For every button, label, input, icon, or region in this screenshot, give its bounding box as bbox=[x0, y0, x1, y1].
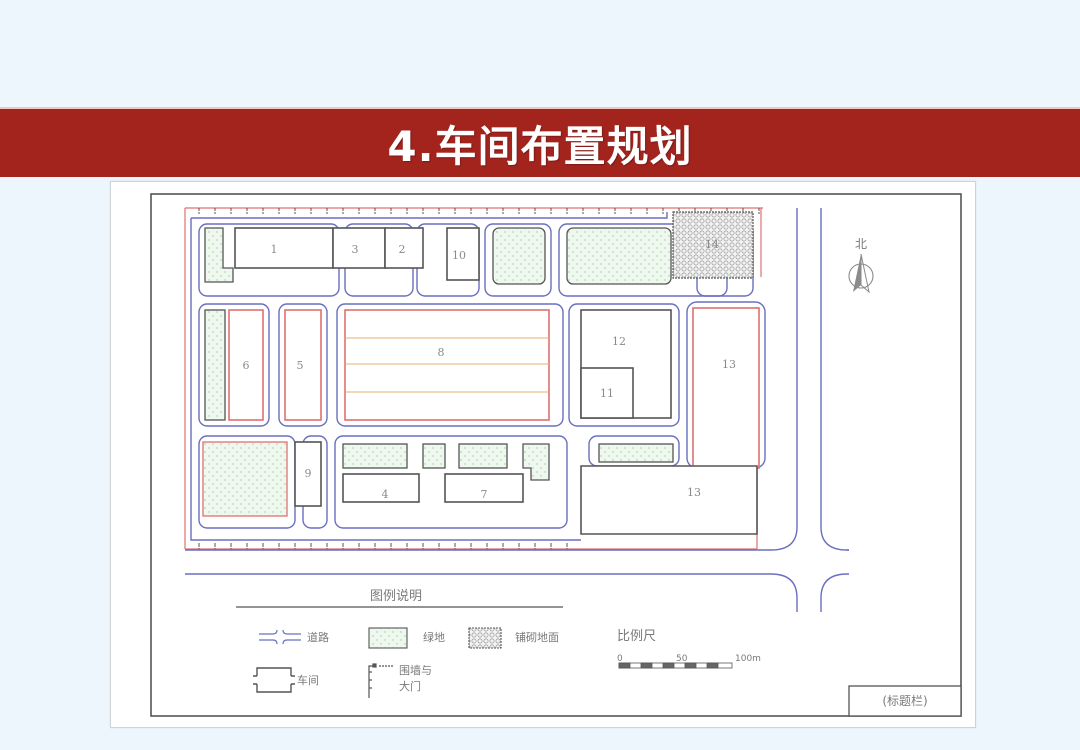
building-label-10: 10 bbox=[452, 249, 466, 262]
building-label-1: 1 bbox=[271, 243, 278, 256]
building-labels: 1 2 3 4 5 6 7 8 9 10 11 12 13 13 14 bbox=[243, 238, 737, 501]
drawing-frame bbox=[150, 193, 962, 717]
building-label-11: 11 bbox=[600, 387, 614, 400]
north-compass-icon: 北 bbox=[848, 237, 874, 294]
paved-legend-icon bbox=[468, 627, 502, 649]
building-label-8: 8 bbox=[438, 346, 445, 359]
building-label-6: 6 bbox=[243, 359, 250, 372]
building-label-13-south: 13 bbox=[687, 486, 701, 499]
layout-drawing-sheet: 1 2 3 4 5 6 7 8 9 10 11 12 13 13 14 北 图例… bbox=[110, 181, 976, 728]
title-block-label: (标题栏) bbox=[882, 693, 927, 708]
building-label-2: 2 bbox=[399, 243, 406, 256]
road-legend-icon bbox=[259, 629, 301, 645]
wall-gate-legend-icon bbox=[368, 663, 393, 698]
building-label-5: 5 bbox=[297, 359, 304, 372]
building-label-14: 14 bbox=[705, 238, 719, 251]
legend-wall-label-line2: 大门 bbox=[399, 679, 421, 693]
legend-wall-label-line1: 围墙与 bbox=[399, 663, 432, 677]
legend-road-label: 道路 bbox=[307, 630, 329, 644]
building-label-13-north: 13 bbox=[722, 358, 736, 371]
legend-green-label: 绿地 bbox=[423, 630, 445, 644]
legend-paved-label: 铺砌地面 bbox=[515, 631, 559, 644]
paved-area-14 bbox=[672, 211, 754, 279]
scale-tick-100m: 100m bbox=[735, 654, 761, 664]
green-areas bbox=[202, 227, 674, 517]
building-label-12: 12 bbox=[612, 335, 626, 348]
production-lines bbox=[345, 337, 549, 393]
workshops bbox=[228, 227, 760, 535]
legend-workshop-label: 车间 bbox=[297, 673, 319, 687]
scale-bar bbox=[618, 662, 733, 669]
building-label-4: 4 bbox=[382, 488, 389, 501]
title-block: (标题栏) bbox=[848, 685, 962, 717]
scale-title: 比例尺 bbox=[617, 629, 656, 644]
scale-tick-50: 50 bbox=[676, 654, 688, 664]
slide-title: 4.车间布置规划 bbox=[387, 121, 693, 171]
slide-title-bar: 4.车间布置规划 bbox=[0, 107, 1080, 177]
legend: 图例说明 道路 绿地 铺砌地面 车间 bbox=[236, 589, 761, 698]
workshop-legend-icon bbox=[253, 667, 295, 693]
building-label-3: 3 bbox=[352, 243, 359, 256]
legend-title: 图例说明 bbox=[370, 589, 422, 604]
building-label-7: 7 bbox=[481, 488, 488, 501]
green-legend-icon bbox=[368, 627, 408, 649]
building-label-9: 9 bbox=[305, 467, 312, 480]
compass-north-label: 北 bbox=[855, 237, 867, 251]
scale-tick-0: 0 bbox=[617, 654, 623, 664]
